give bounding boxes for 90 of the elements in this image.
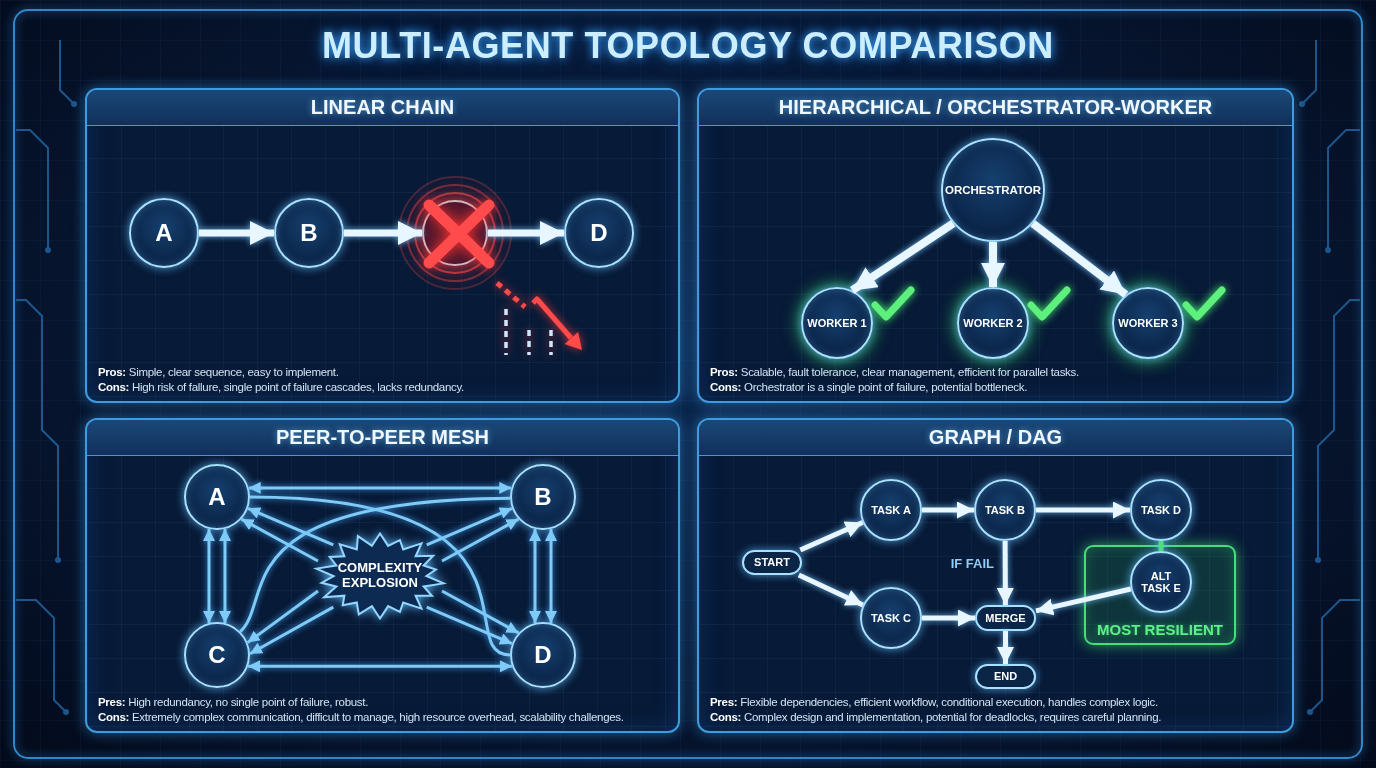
node-label: ALT TASK E [1140,569,1182,595]
arrow [797,572,864,608]
node-label: D [590,219,608,247]
arrow [246,589,319,644]
pros-text: Pres: Flexible dependencies, efficient workflow, conditional execution, handles complex logic. [710,696,1158,708]
node-label: WORKER 2 [963,316,1023,330]
node-label: TASK D [1140,503,1182,517]
arrow [426,605,513,646]
arrow [996,541,1014,605]
peer-node [510,464,576,530]
double-arrow [203,529,215,623]
double-arrow [219,529,231,623]
merge-node [975,605,1036,631]
pros-text: Pres: High redundancy, no single point of failure, robust. [98,696,369,708]
arrow [799,520,864,553]
node-label: MERGE [985,611,1026,625]
node-label: TASK A [871,503,911,517]
connector-line [239,496,511,633]
topology-panel [697,88,1294,403]
node-label: TASK B [984,503,1026,517]
terminal-node [742,550,802,575]
topology-panel [85,88,680,403]
panel-title: PEER-TO-PEER MESH [276,426,489,449]
node-label: TASK C [870,611,912,625]
worker-node [801,287,873,359]
connector-line [249,495,511,657]
double-arrow [248,660,512,673]
complexity-starburst [314,532,446,620]
arrow [850,220,956,294]
cons-text: Cons: Complex design and implementation, potential for deadlocks, requires careful planning. [710,711,1162,723]
agent-node [129,198,199,268]
arrow [426,506,513,547]
starburst-label: COMPLEXITY EXPLOSION [336,561,424,591]
arrow [488,221,564,245]
node-label: END [993,670,1018,683]
agent-node [274,198,344,268]
arrow [240,517,319,563]
cons-text: Cons: Extremely complex communication, difficult to manage, high resource overhead, scalability challenges. [98,711,624,723]
cons-text: Cons: Orchestrator is a single point of failure, potential bottleneck. [710,381,1028,393]
node-label: D [534,641,552,669]
arrow [441,589,520,635]
diagram-title: MULTI-AGENT TOPOLOGY COMPARISON [322,24,1054,68]
topology-panel [85,418,680,733]
node-label: A [208,483,226,511]
arrow [922,501,974,519]
node-label: B [300,219,318,247]
worker-node [1112,287,1184,359]
task-node [1130,551,1192,613]
cons-text: Cons: High risk of fallure, single point of failure cascades, lacks redundancy. [98,381,464,393]
panel-title: LINEAR CHAIN [310,96,455,119]
double-arrow [248,481,512,494]
task-node [974,479,1036,541]
panel-title: GRAPH / DAG [928,426,1063,449]
orchestrator-node [941,138,1045,242]
arrow [199,221,274,245]
arrow [922,609,975,627]
highlight-box [1084,545,1236,645]
task-node [860,479,922,541]
task-node [1130,479,1192,541]
agent-node [564,198,634,268]
arrow [1030,220,1129,298]
worker-node [957,287,1029,359]
arrow [1035,586,1132,616]
peer-node [510,622,576,688]
arrow [1036,501,1130,519]
topology-panel [697,418,1294,733]
double-arrow [529,529,541,623]
node-label: C [208,641,226,669]
connector-line [1158,541,1164,551]
arrow [249,605,335,656]
arrow [997,631,1014,664]
arrow [344,221,422,245]
double-arrow [545,529,557,623]
task-node [860,587,922,649]
panel-title: HIERARCHICAL / ORCHESTRATOR-WORKER [778,96,1213,119]
node-label: A [155,219,173,247]
node-label: B [534,483,552,511]
node-label: WORKER 3 [1118,316,1178,330]
peer-node [184,622,250,688]
highlight-label: MOST RESILIENT [1097,621,1223,638]
node-label: ORCHESTRATOR [944,183,1042,197]
pros-text: Pros: Scalable, fault tolerance, clear management, efficient for parallel tasks. [710,366,1079,378]
pros-text: Pros: Simple, clear sequence, easy to implement. [98,366,339,378]
node-label: START [754,556,790,569]
terminal-node [975,664,1036,689]
arrow [441,517,520,563]
arrow [247,506,334,547]
peer-node [184,464,250,530]
node-label: WORKER 1 [807,316,867,330]
edge-label: IF FAIL [950,556,994,572]
